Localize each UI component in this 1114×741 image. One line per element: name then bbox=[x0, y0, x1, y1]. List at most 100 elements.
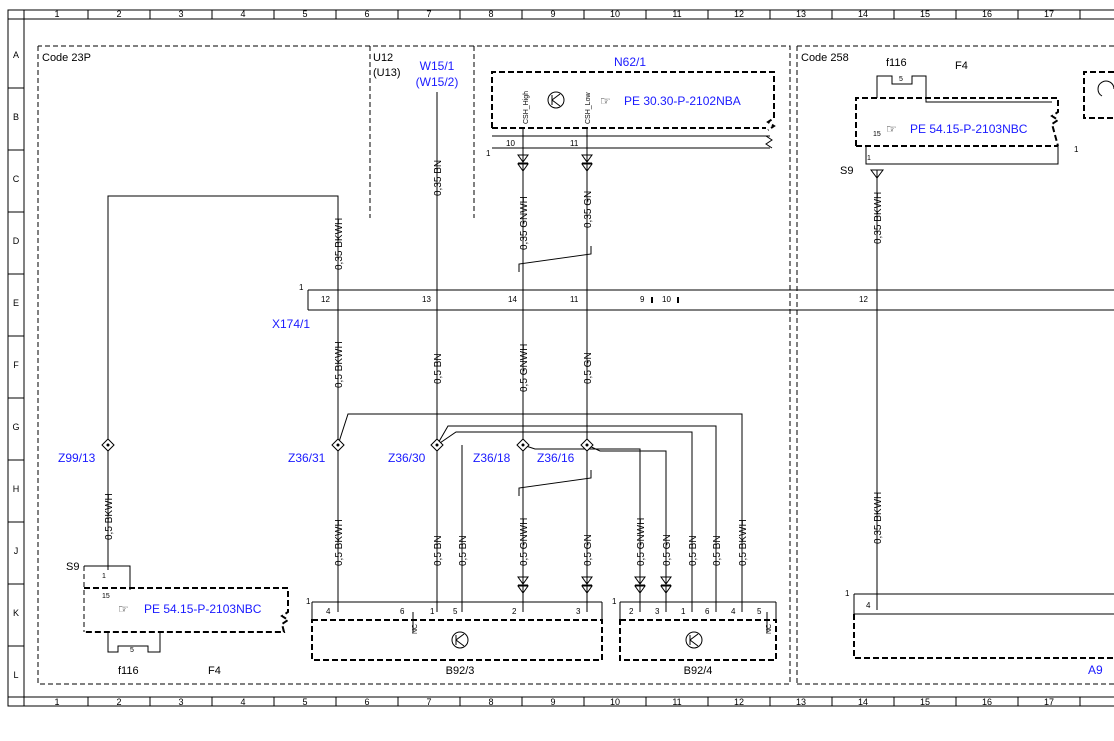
fuse-label: f116 bbox=[886, 57, 907, 69]
grid-col-label: 10 bbox=[610, 697, 620, 707]
grid-col-label: 6 bbox=[364, 9, 369, 19]
grid-col-label: 8 bbox=[488, 697, 493, 707]
n62-reference-link[interactable]: PE 30.30-P-2102NBA bbox=[624, 94, 741, 108]
wire-labels-upper: 0,35 BKWH 0,35 BN 0,35 GNWH 0,35 GN 0,35… bbox=[334, 160, 884, 270]
fuse-right-reference-pointer-icon: ☞ bbox=[886, 122, 897, 136]
grid-row-label: C bbox=[13, 174, 20, 184]
grid-row-label: L bbox=[13, 670, 18, 680]
x174-pin: 10 bbox=[662, 295, 671, 304]
n62-transistor-icon bbox=[547, 91, 565, 109]
grid-col-label: 11 bbox=[672, 9, 681, 19]
fuse-left-reference-link[interactable]: PE 54.15-P-2103NBC bbox=[144, 602, 262, 616]
n62-signal-low: CSH_Low bbox=[585, 92, 592, 124]
x174-pin: 9 bbox=[640, 295, 645, 304]
fuse-f4-right[interactable]: f116 F4 5 15 1 S9 ☞ PE 54.15-P-2103NBC 1 bbox=[840, 57, 1079, 177]
sensor-pin: 1 bbox=[430, 607, 435, 616]
x174-pin: 12 bbox=[321, 295, 330, 304]
fuse-right-reference-link[interactable]: PE 54.15-P-2103NBC bbox=[910, 122, 1028, 136]
sensor-transistor-icon bbox=[685, 631, 703, 649]
grid-col-label: 9 bbox=[550, 9, 555, 19]
grid-col-label: 16 bbox=[982, 9, 992, 19]
x174-connector: 1 X174/1 12 13 14 11 9 10 12 bbox=[272, 283, 1114, 331]
splice-node-icon bbox=[331, 438, 345, 452]
grid-col-label: 2 bbox=[116, 9, 121, 19]
grid-row-label: E bbox=[13, 298, 19, 308]
grid-col-label: 7 bbox=[426, 697, 431, 707]
wire-label: 0,5 BN bbox=[688, 535, 699, 566]
sensor-transistor-icon bbox=[451, 631, 469, 649]
wire-label: 0,5 BKWH bbox=[334, 341, 345, 388]
wire-label: 0,5 BKWH bbox=[104, 493, 115, 540]
splice-label: Z99/13 bbox=[58, 451, 96, 465]
x174-pin: 14 bbox=[508, 295, 517, 304]
splice-label: Z36/30 bbox=[388, 451, 426, 465]
wire-label: 0,5 GNWH bbox=[519, 518, 530, 566]
grid-col-label: 17 bbox=[1044, 9, 1054, 19]
sensor-pin: 3 bbox=[655, 607, 660, 616]
fuse-pin-label: 15 bbox=[873, 131, 881, 138]
wire-label: 0,5 BKWH bbox=[334, 519, 345, 566]
wire-label: 0,35 GN bbox=[583, 191, 594, 228]
wire-label: 0,5 GN bbox=[662, 534, 673, 566]
wire-label: 0,35 BKWH bbox=[334, 218, 345, 270]
w15-1-label: W15/1 bbox=[420, 59, 455, 73]
a9-module[interactable]: 1 4 A9 bbox=[845, 589, 1114, 677]
grid-row-label: K bbox=[13, 608, 19, 618]
fuse-left-reference-pointer-icon: ☞ bbox=[118, 602, 129, 616]
code-258-label: Code 258 bbox=[801, 52, 849, 64]
wire-label: 0,5 BN bbox=[458, 535, 469, 566]
wire-label: 0,5 GN bbox=[583, 534, 594, 566]
wire-label: 0,5 BN bbox=[433, 535, 444, 566]
sensor-pin: 6 bbox=[705, 607, 710, 616]
x174-connector-number: 1 bbox=[299, 283, 304, 292]
fuse-group-label: F4 bbox=[955, 60, 968, 72]
grid-col-label: 2 bbox=[116, 697, 121, 707]
grid-col-label: 17 bbox=[1044, 697, 1054, 707]
sensor-pin: 3 bbox=[576, 607, 581, 616]
n62-module[interactable]: N62/1 1 10 11 CSH_High CSH_Low ☞ PE 30.3… bbox=[486, 55, 776, 158]
grid-col-label: 11 bbox=[672, 697, 681, 707]
n62-connector-number: 1 bbox=[486, 149, 491, 158]
relay-label: S9 bbox=[66, 561, 79, 573]
not-connected-label: NC bbox=[766, 624, 773, 634]
grid-column-labels-top: 1 2 3 4 5 6 7 8 9 10 11 12 13 14 15 16 1… bbox=[54, 9, 1054, 19]
wire-label: 0,35 BN bbox=[433, 160, 444, 196]
grid-col-label: 1 bbox=[54, 9, 59, 19]
x174-pin: 12 bbox=[859, 295, 868, 304]
sensor-label: B92/3 bbox=[446, 665, 475, 677]
fuse-f4-left[interactable]: S9 1 15 5 ☞ PE 54.15-P-2103NBC f116 F4 bbox=[66, 561, 290, 677]
splice-node-icon bbox=[516, 438, 530, 452]
grid-row-label: F bbox=[13, 360, 19, 370]
fuse-pin-label: 15 bbox=[102, 593, 110, 600]
sensor-pin: 2 bbox=[629, 607, 634, 616]
grid-col-label: 3 bbox=[178, 697, 183, 707]
ground-arrow-icon bbox=[870, 169, 884, 179]
splice-label: Z36/18 bbox=[473, 451, 511, 465]
code-regions bbox=[37, 45, 1114, 685]
grid-col-label: 7 bbox=[426, 9, 431, 19]
sensor-pin: 5 bbox=[757, 607, 762, 616]
fuse-number: 5 bbox=[130, 647, 134, 654]
frame bbox=[7, 9, 1114, 707]
sensor-pin: 6 bbox=[400, 607, 405, 616]
grid-row-label: B bbox=[13, 112, 19, 122]
u13-label: (U13) bbox=[373, 67, 401, 79]
grid-col-label: 5 bbox=[302, 9, 307, 19]
fuse-pin-label: 1 bbox=[102, 573, 106, 580]
sensor-label: B92/4 bbox=[684, 665, 713, 677]
n62-reference-pointer-icon: ☞ bbox=[600, 94, 611, 108]
wire-label: 0,35 BKWH bbox=[873, 192, 884, 244]
n62-label: N62/1 bbox=[614, 55, 646, 69]
grid-row-label: G bbox=[12, 422, 19, 432]
b92-3-sensor[interactable]: 1 4 6 1 5 2 3 NC B92/3 bbox=[306, 597, 603, 677]
grid-col-label: 3 bbox=[178, 9, 183, 19]
fuse-group-label: F4 bbox=[208, 665, 221, 677]
wire-label: 0,5 GNWH bbox=[636, 518, 647, 566]
grid-row-label: A bbox=[13, 50, 19, 60]
b92-4-sensor[interactable]: 1 2 3 1 6 4 5 NC B92/4 bbox=[612, 597, 777, 677]
relay-label: S9 bbox=[840, 165, 853, 177]
grid-col-label: 6 bbox=[364, 697, 369, 707]
grid-column-labels-bottom: 1 2 3 4 5 6 7 8 9 10 11 12 13 14 15 16 1… bbox=[54, 697, 1054, 707]
sensor-connector-number: 1 bbox=[612, 597, 617, 606]
